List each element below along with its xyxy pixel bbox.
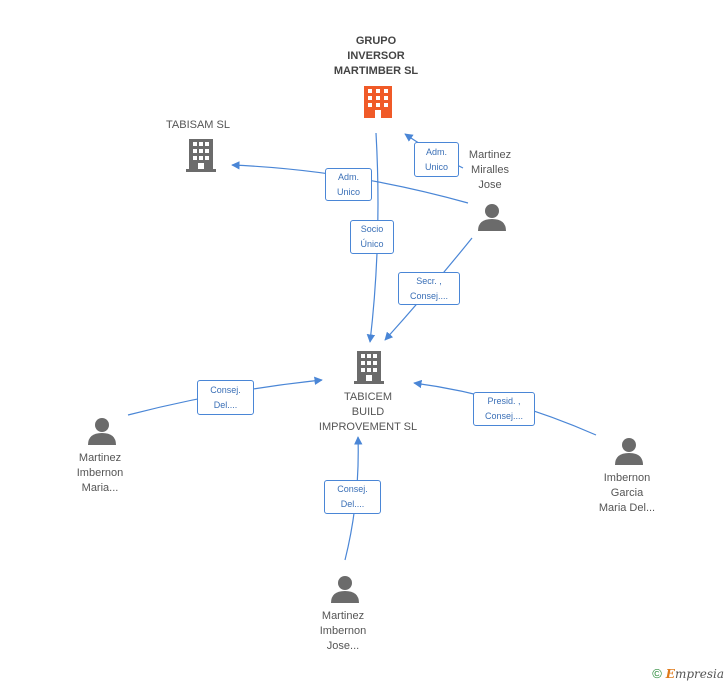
copyright-icon: ©: [652, 666, 662, 681]
edge-label-consej-jose: Consej. Del....: [324, 480, 381, 514]
edge-label-adm-tabisam: Adm. Unico: [325, 168, 372, 201]
node-label-grupo[interactable]: GRUPO INVERSOR MARTIMBER SL: [333, 35, 419, 77]
edge-label-presid: Presid. , Consej....: [473, 392, 535, 426]
person-icon-maria: [88, 418, 116, 445]
node-label-tabisam[interactable]: TABISAM SL: [166, 119, 230, 131]
person-icon-miralles: [478, 204, 506, 231]
building-icon-tabicem: [354, 351, 384, 384]
edge-label-socio: Socio Único: [350, 220, 394, 254]
node-label-garcia[interactable]: Imbernon Garcia Maria Del...: [598, 472, 656, 514]
person-icon-jose: [331, 576, 359, 603]
edge-label-adm-grupo: Adm. Unico: [414, 142, 459, 177]
node-label-miralles[interactable]: Martinez Miralles Jose: [468, 149, 512, 191]
person-icon-garcia: [615, 438, 643, 465]
edge-label-secr: Secr. , Consej....: [398, 272, 460, 305]
footer-brand: ©Empresia: [652, 666, 724, 681]
node-label-maria-imbernon[interactable]: Martinez Imbernon Maria...: [76, 452, 124, 494]
node-label-tabicem[interactable]: TABICEM BUILD IMPROVEMENT SL: [318, 391, 418, 433]
building-icon-tabisam: [186, 139, 216, 172]
building-icon-grupo: [364, 86, 392, 118]
edge-label-consej-maria: Consej. Del....: [197, 380, 254, 415]
brand-logo: Empresia: [665, 667, 724, 681]
node-label-jose-imbernon[interactable]: Martinez Imbernon Jose...: [319, 610, 367, 652]
